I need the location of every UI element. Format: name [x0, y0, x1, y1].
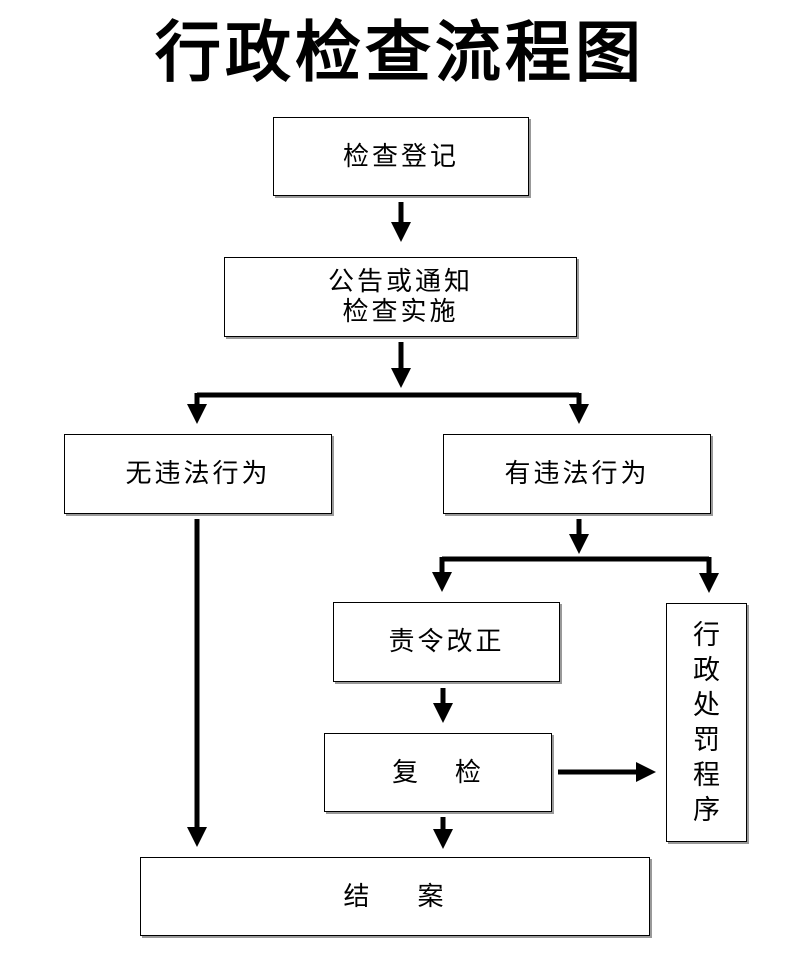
node-no-violation: 无违法行为: [64, 434, 332, 514]
node-inspection-registration: 检查登记: [273, 117, 529, 196]
node-case-closed: 结 案: [140, 857, 650, 936]
node-notice-implementation: 公告或通知 检查实施: [224, 257, 577, 337]
node-label: 无违法行为: [125, 459, 271, 489]
node-label: 有违法行为: [504, 459, 650, 489]
node-label-line2: 检查实施: [342, 297, 459, 327]
node-label: 检查登记: [342, 141, 459, 172]
node-label: 责令改正: [388, 627, 505, 657]
node-label: 行政处罚程序: [693, 619, 720, 826]
node-violation: 有违法行为: [443, 434, 711, 514]
node-label-line1: 公告或通知: [327, 267, 473, 297]
page-title: 行政检查流程图: [155, 14, 645, 91]
node-order-correction: 责令改正: [333, 602, 560, 682]
node-recheck: 复 检: [324, 733, 552, 812]
node-administrative-penalty: 行政处罚程序: [666, 603, 747, 842]
node-label: 结 案: [343, 881, 447, 912]
node-label: 复 检: [392, 757, 484, 788]
